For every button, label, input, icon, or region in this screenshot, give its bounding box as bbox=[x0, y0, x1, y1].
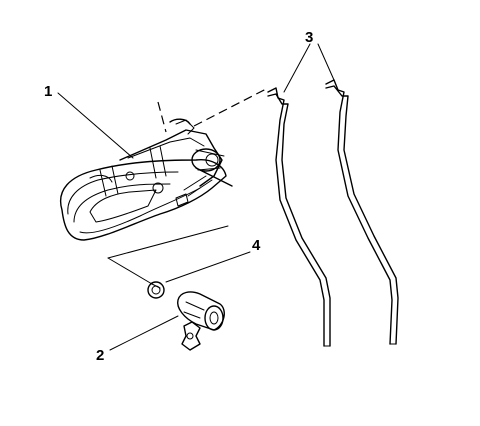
callout-2: 2 bbox=[96, 347, 104, 364]
leader-3-left bbox=[283, 43, 311, 93]
leader-2 bbox=[109, 315, 179, 351]
outside-handle bbox=[60, 118, 233, 241]
leader-4 bbox=[165, 251, 251, 283]
alignment-line-rod bbox=[193, 87, 269, 127]
callout-4: 4 bbox=[252, 237, 261, 254]
leader-3-right bbox=[317, 43, 335, 81]
lock-cylinder bbox=[177, 291, 225, 351]
cylinder-gasket bbox=[147, 281, 165, 299]
actuator-rods bbox=[267, 79, 399, 347]
alignment-line-top bbox=[157, 101, 167, 133]
alignment-line-lower bbox=[107, 257, 153, 285]
alignment-line-upper bbox=[107, 225, 229, 259]
callout-3: 3 bbox=[305, 29, 313, 46]
callout-1: 1 bbox=[44, 83, 52, 100]
leader-1 bbox=[57, 92, 134, 159]
